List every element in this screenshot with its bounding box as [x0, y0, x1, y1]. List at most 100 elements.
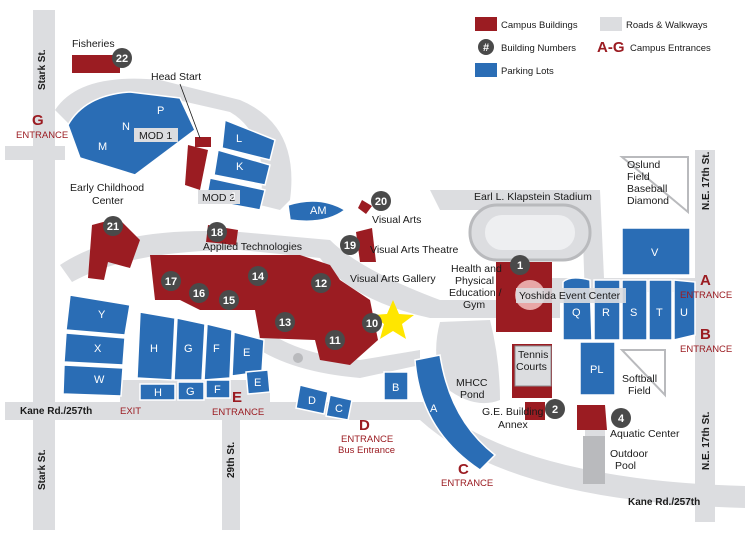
svg-text:16: 16 [193, 288, 205, 300]
stadium-field [485, 215, 575, 250]
svg-text:10: 10 [366, 318, 378, 330]
marker-19[interactable]: 19 [340, 235, 360, 255]
lot-label-u: U [680, 307, 688, 319]
label-head-start: Head Start [151, 71, 201, 83]
lot-label-t: T [656, 307, 663, 319]
label-visual-arts-theatre: Visual Arts Theatre [370, 244, 458, 256]
lot-d[interactable] [295, 384, 329, 415]
lot-label-l: L [236, 133, 242, 145]
lot-label-f-north: F [213, 343, 220, 355]
marker-21[interactable]: 21 [103, 216, 123, 236]
lot-g-south[interactable] [177, 381, 205, 401]
entrance-d-sublabel[interactable]: Bus Entrance [338, 445, 395, 456]
lot-g-north[interactable] [173, 317, 206, 381]
label-baseball-1: Oslund [627, 159, 660, 171]
marker-11[interactable]: 11 [325, 330, 345, 350]
lot-f-north[interactable] [203, 323, 233, 381]
marker-15[interactable]: 15 [219, 290, 239, 310]
lot-t[interactable] [648, 279, 673, 341]
building-early-childhood[interactable] [88, 218, 140, 280]
marker-16[interactable]: 16 [189, 283, 209, 303]
lot-label-c: C [335, 403, 343, 415]
entrance-a-letter[interactable]: A [700, 272, 711, 289]
lot-label-q: Q [572, 307, 581, 319]
building-visual-arts-theatre[interactable] [356, 228, 376, 262]
building-fisheries[interactable] [72, 55, 120, 73]
lot-e-south[interactable] [245, 369, 271, 395]
label-pool-2: Pool [615, 460, 636, 472]
entrance-g-letter[interactable]: G [32, 112, 44, 129]
lot-w[interactable] [62, 364, 124, 397]
outdoor-pool [583, 436, 605, 484]
lot-y[interactable] [65, 294, 131, 336]
marker-4[interactable]: 4 [611, 408, 631, 428]
street-ne17-top: N.E. 17th St. [701, 151, 712, 210]
label-baseball-2: Field [627, 171, 650, 183]
entrance-b-label[interactable]: ENTRANCE [680, 344, 732, 355]
entrance-c-letter[interactable]: C [458, 461, 469, 478]
label-health-4: Gym [463, 299, 485, 311]
lot-b[interactable] [383, 371, 409, 401]
marker-20[interactable]: 20 [371, 191, 391, 211]
marker-22[interactable]: 22 [112, 48, 132, 68]
lot-a[interactable] [414, 354, 497, 471]
marker-10[interactable]: 10 [362, 313, 382, 333]
lot-k[interactable] [213, 149, 271, 186]
lot-label-m: M [98, 141, 107, 153]
lot-label-am: AM [310, 205, 327, 217]
entrance-e-letter[interactable]: E [232, 389, 242, 406]
lot-l[interactable] [221, 118, 276, 161]
marker-18[interactable]: 18 [207, 222, 227, 242]
building-visual-arts[interactable] [358, 200, 372, 214]
lot-am[interactable] [287, 200, 347, 222]
entrance-a-label[interactable]: ENTRANCE [680, 290, 732, 301]
building-mod[interactable] [185, 145, 208, 190]
entrance-c-label[interactable]: ENTRANCE [441, 478, 493, 489]
lot-v[interactable] [621, 227, 691, 276]
lot-s[interactable] [621, 279, 648, 341]
label-baseball-4: Diamond [627, 195, 669, 207]
entrance-b-letter[interactable]: B [700, 326, 711, 343]
marker-14[interactable]: 14 [248, 266, 268, 286]
marker-1[interactable]: 1 [510, 255, 530, 275]
svg-text:12: 12 [315, 278, 327, 290]
entrance-d-letter[interactable]: D [359, 417, 370, 434]
lot-m-n-p[interactable] [67, 91, 196, 176]
legend-parking-label: Parking Lots [501, 66, 554, 77]
svg-text:13: 13 [279, 317, 291, 329]
marker-13[interactable]: 13 [275, 312, 295, 332]
tennis-courts [514, 345, 552, 387]
entrance-d-label[interactable]: ENTRANCE [341, 434, 393, 445]
building-aquatic-center[interactable] [577, 405, 607, 430]
building-head-start[interactable] [195, 137, 211, 147]
entrance-e-label[interactable]: ENTRANCE [212, 407, 264, 418]
lot-c[interactable] [325, 394, 353, 421]
lot-h-north[interactable] [136, 311, 176, 381]
marker-17[interactable]: 17 [161, 271, 181, 291]
lot-x[interactable] [63, 332, 126, 366]
kane-road-curve [420, 402, 745, 508]
building-number-markers: 22 21 18 20 19 17 16 15 14 12 13 10 11 1… [103, 48, 631, 428]
softball-field [619, 349, 666, 398]
label-aquatic: Aquatic Center [610, 428, 680, 440]
lot-pl[interactable] [579, 341, 616, 396]
svg-text:19: 19 [344, 240, 356, 252]
exit-label: EXIT [120, 406, 141, 417]
label-health-2: Physical [455, 275, 494, 287]
marker-2[interactable]: 2 [545, 399, 565, 419]
south-road [252, 330, 420, 378]
lot-label-h-south: H [154, 387, 162, 399]
lot-u[interactable] [673, 279, 696, 341]
lot-f-south[interactable] [205, 379, 231, 399]
lot-label-s: S [630, 307, 637, 319]
lot-labels: P N M L K J AM Y X W H G F E H G F E D C… [94, 105, 688, 415]
label-visual-arts-gallery: Visual Arts Gallery [350, 273, 436, 285]
marker-12[interactable]: 12 [311, 273, 331, 293]
svg-text:2: 2 [552, 404, 558, 416]
lot-label-g-north: G [184, 343, 193, 355]
entrance-g-label[interactable]: ENTRANCE [16, 130, 68, 141]
building-ge-annex[interactable] [525, 402, 545, 420]
label-applied-tech: Applied Technologies [203, 241, 302, 253]
lot-h-south[interactable] [139, 383, 176, 401]
